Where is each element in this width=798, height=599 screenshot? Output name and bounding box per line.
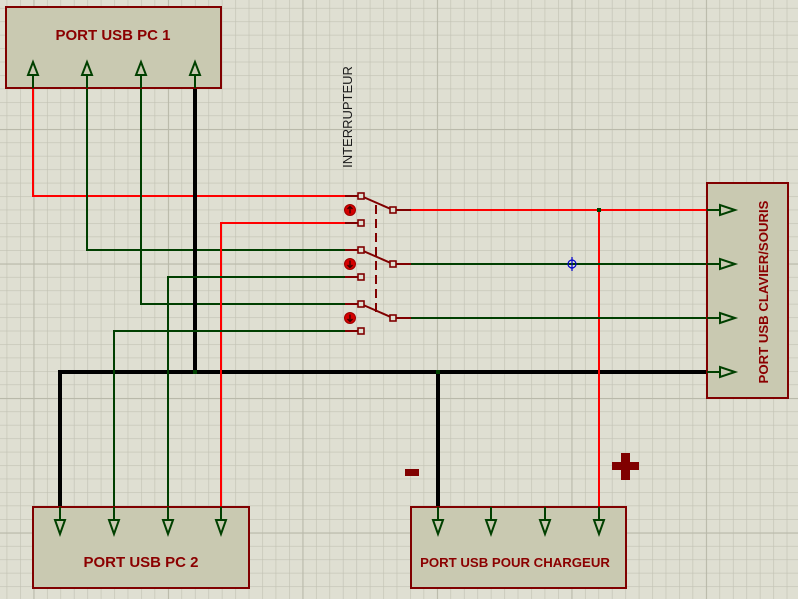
charger-pin-2[interactable] (484, 507, 498, 537)
wire-pc1-dminus-to-switch[interactable] (86, 88, 345, 251)
switch-terminal (357, 219, 365, 227)
pin-arrow-up-icon (80, 59, 94, 76)
keyboard-pin-3[interactable] (707, 311, 739, 325)
pin-arrow-up-icon (188, 59, 202, 76)
pc1-label: PORT USB PC 1 (55, 27, 170, 44)
switch-poles (344, 192, 412, 335)
pin-arrow-down-icon (214, 519, 228, 537)
keyboard-label: PORT USB CLAVIER/SOURIS (756, 200, 771, 383)
keyboard-body (706, 182, 789, 399)
switch-state-toggle-1[interactable] (344, 204, 356, 216)
charger-pin-3[interactable] (538, 507, 552, 537)
pin-arrow-down-icon (431, 519, 445, 537)
pin-arrow-down-icon (53, 519, 67, 537)
pin-arrow-down-icon (484, 519, 498, 537)
pc2-pin-4[interactable] (214, 507, 228, 537)
pin-arrow-up-icon (26, 59, 40, 76)
switch-terminal (357, 327, 365, 335)
pc1-pin-3[interactable] (134, 59, 148, 88)
switch-terminal (389, 314, 397, 322)
switch-pole-1[interactable] (344, 192, 412, 227)
arrow-down-icon (347, 314, 353, 323)
wires (32, 88, 707, 507)
wire-pc2-dminus-to-switch[interactable] (113, 330, 345, 507)
junction-gnd-pc1 (193, 370, 197, 374)
pin-arrow-right-icon (719, 203, 739, 217)
pin-arrow-right-icon (719, 311, 739, 325)
pin-arrow-up-icon (134, 59, 148, 76)
pin-arrow-down-icon (592, 519, 606, 537)
pc1-pin-4[interactable] (188, 59, 202, 88)
pin-arrow-down-icon (161, 519, 175, 537)
pc2-label: PORT USB PC 2 (83, 554, 198, 571)
wire-pc1-vbus-to-switch[interactable] (32, 88, 345, 197)
pc1-body (5, 6, 222, 89)
switch-state-toggle-2[interactable] (344, 258, 356, 270)
charger-body (410, 506, 627, 589)
component-port-usb-charger[interactable]: PORT USB POUR CHARGEUR (410, 506, 627, 589)
component-port-usb-pc2[interactable]: PORT USB PC 2 (32, 506, 250, 589)
wire-gnd-bus[interactable] (58, 370, 707, 507)
wire-pc2-dplus-to-switch[interactable] (167, 276, 345, 507)
arrow-down-icon (347, 260, 353, 269)
junction-vbus (597, 208, 601, 212)
pin-arrow-down-icon (538, 519, 552, 537)
pc2-pin-3[interactable] (161, 507, 175, 537)
switch-terminal (357, 273, 365, 281)
switch-terminal (357, 192, 365, 200)
pin-arrow-right-icon (719, 257, 739, 271)
plus-sign (612, 453, 639, 480)
charger-pin-1[interactable] (431, 507, 445, 537)
junction-gnd-charger (436, 370, 440, 374)
switch-pole-2[interactable] (344, 246, 412, 281)
pc2-body (32, 506, 250, 589)
switch-blade (360, 249, 394, 265)
switch-terminal (357, 246, 365, 254)
switch-label: INTERRUPTEUR (340, 66, 355, 168)
switch-terminal (389, 206, 397, 214)
charger-label: PORT USB POUR CHARGEUR (420, 555, 610, 570)
pin-arrow-down-icon (107, 519, 121, 537)
pc1-pin-1[interactable] (26, 59, 40, 88)
switch-blade (360, 195, 394, 211)
component-port-usb-pc1[interactable]: PORT USB PC 1 (5, 6, 222, 89)
switch-state-toggle-3[interactable] (344, 312, 356, 324)
switch-terminal (389, 260, 397, 268)
arrow-up-icon (347, 205, 353, 214)
switch-pole-3[interactable] (344, 300, 412, 335)
switch-blade (360, 303, 394, 319)
pc2-pin-2[interactable] (107, 507, 121, 537)
pc1-pin-2[interactable] (80, 59, 94, 88)
component-port-usb-keyboard-mouse[interactable]: PORT USB CLAVIER/SOURIS (706, 182, 789, 399)
charger-pin-4[interactable] (592, 507, 606, 537)
pc2-pin-1[interactable] (53, 507, 67, 537)
component-switch[interactable]: INTERRUPTEUR (340, 66, 412, 335)
switch-terminal (357, 300, 365, 308)
probe-marker[interactable] (567, 257, 577, 271)
keyboard-pin-4[interactable] (707, 365, 739, 379)
minus-sign (405, 469, 419, 476)
keyboard-pin-1[interactable] (707, 203, 739, 217)
wire-pc1-dplus-to-switch[interactable] (140, 88, 345, 305)
keyboard-pin-2[interactable] (707, 257, 739, 271)
pin-arrow-right-icon (719, 365, 739, 379)
wire-pc2-vbus-to-switch[interactable] (220, 222, 345, 507)
